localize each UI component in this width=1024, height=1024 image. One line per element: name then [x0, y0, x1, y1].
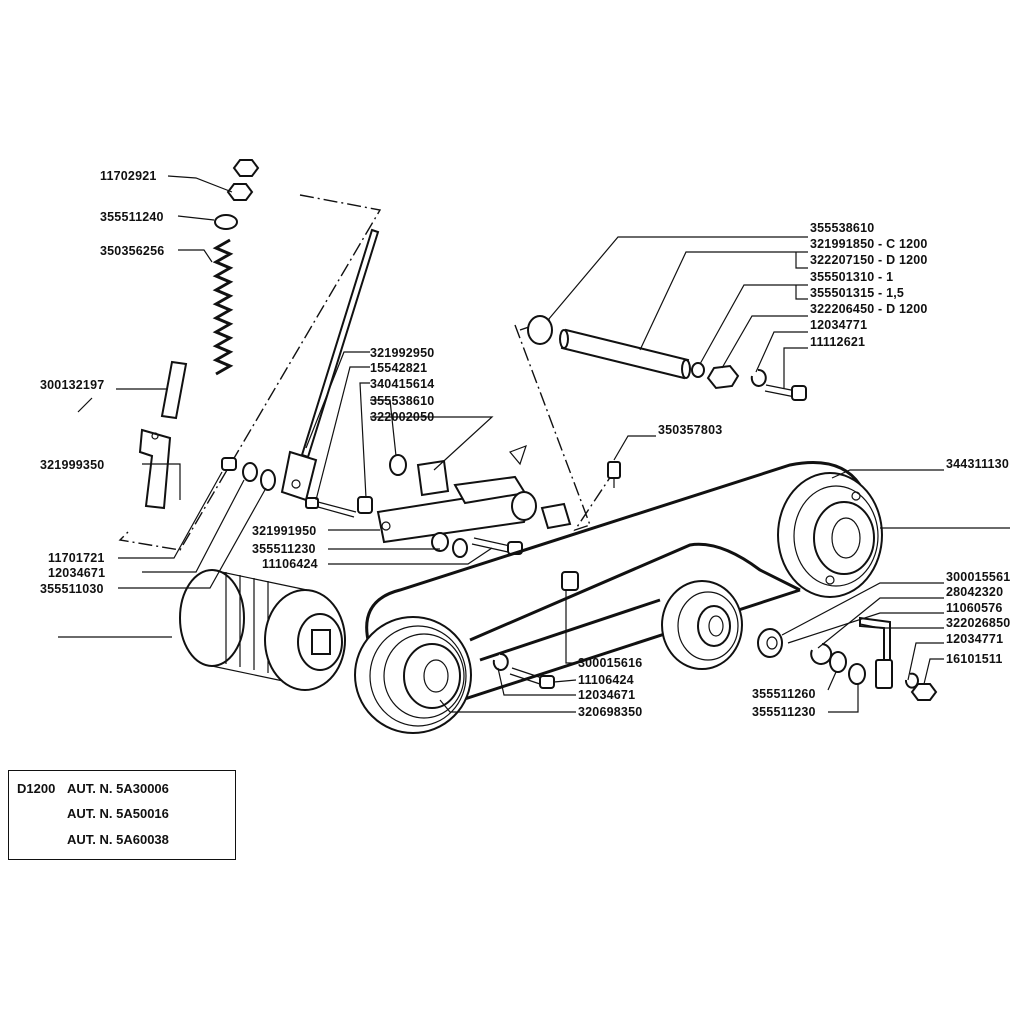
- label-321991950: 321991950: [252, 524, 316, 538]
- washer-355511260: [829, 651, 847, 673]
- bushing-300015616: [561, 571, 579, 591]
- label-15542821: 15542821: [370, 361, 427, 375]
- label-11112621: 11112621: [810, 335, 865, 349]
- front-pulley-320698350: [354, 616, 472, 734]
- label-322026850: 322026850: [946, 616, 1010, 630]
- label-12034771-a: 12034771: [810, 318, 867, 332]
- label-300015561: 300015561: [946, 570, 1010, 584]
- bolt-15542821: [305, 497, 357, 518]
- label-355511260: 355511260: [752, 687, 816, 701]
- nut-11702921: [226, 159, 260, 201]
- idler-pulley: [661, 580, 743, 670]
- leader-lines: [77, 175, 944, 713]
- label-11702921: 11702921: [100, 169, 157, 183]
- clip-12034771-a: [750, 368, 767, 387]
- circlip-28042320: [810, 643, 833, 665]
- label-355538610-b: 355538610: [810, 221, 874, 235]
- clip-12034671-b: [492, 652, 509, 671]
- screw-11112621: [764, 384, 807, 401]
- label-340415614: 340415614: [370, 377, 434, 391]
- screw-11106424-a: [471, 537, 523, 555]
- label-11701721: 11701721: [48, 551, 105, 565]
- left-pulley: [58, 569, 346, 691]
- label-12034771-b: 12034771: [946, 632, 1003, 646]
- arrow-mark: [508, 444, 527, 466]
- label-12034671-a: 12034671: [48, 566, 105, 580]
- tension-rod-321992950: [280, 228, 380, 502]
- model-info-box: D1200 AUT. N. 5A30006 AUT. N. 5A50016 AU…: [8, 770, 236, 860]
- label-320698350: 320698350: [578, 705, 642, 719]
- model-name: D1200: [17, 781, 56, 796]
- nut-322206450: [706, 364, 740, 390]
- label-355538610-a: 355538610: [370, 394, 434, 408]
- label-322207150: 322207150 - D 1200: [810, 253, 928, 267]
- bracket-321999350: [138, 428, 172, 510]
- label-321992950: 321992950: [370, 346, 434, 360]
- spring-350356256: [212, 238, 234, 376]
- washer-355511230-c: [848, 663, 866, 685]
- label-355501310: 355501310 - 1: [810, 270, 893, 284]
- washer-355538610-b: [527, 315, 553, 345]
- washer-355511230-a: [431, 532, 449, 552]
- label-12034671-b: 12034671: [578, 688, 635, 702]
- part-labels: 11702921 355511240 350356256 300132197 3…: [40, 169, 1010, 719]
- label-322206450: 322206450 - D 1200: [810, 302, 928, 316]
- washer-355511240: [214, 214, 238, 230]
- label-355511030: 355511030: [40, 582, 104, 596]
- label-28042320: 28042320: [946, 585, 1003, 599]
- label-11106424-a: 11106424: [262, 557, 318, 571]
- label-350357803: 350357803: [658, 423, 722, 437]
- guide-line-right: [514, 324, 616, 532]
- label-355501315: 355501315 - 1,5: [810, 286, 904, 300]
- label-355511230-a: 355511230: [252, 542, 316, 556]
- authorization-number: AUT. N. 5A30006: [67, 781, 169, 796]
- spacer-355501310: [691, 362, 705, 378]
- upper-right-pulley: [777, 472, 1010, 598]
- secondary-belt: [469, 542, 801, 662]
- bushing-322002050: [416, 459, 450, 497]
- label-11060576: 11060576: [946, 601, 1003, 615]
- label-300132197: 300132197: [40, 378, 104, 392]
- label-322002050: 322002050: [370, 410, 434, 424]
- authorization-number: AUT. N. 5A50016: [67, 806, 169, 821]
- bushing-340415614: [357, 496, 373, 514]
- label-355511240: 355511240: [100, 210, 164, 224]
- washer-355511230-b: [452, 538, 468, 558]
- grease-nipple-350357803: [607, 461, 621, 488]
- bearing-11060576: [757, 628, 783, 658]
- tension-arm: [376, 475, 537, 544]
- bushing-right: [540, 502, 572, 530]
- bracket-322026850: [859, 616, 893, 689]
- label-321991850: 321991850 - C 1200: [810, 237, 928, 251]
- label-300015616: 300015616: [578, 656, 642, 670]
- guide-line-left: [118, 194, 382, 551]
- label-16101511: 16101511: [946, 652, 1003, 666]
- spacer-355538610: [389, 454, 407, 476]
- nut-16101511: [910, 683, 938, 701]
- label-321999350: 321999350: [40, 458, 104, 472]
- authorization-number: AUT. N. 5A60038: [67, 832, 169, 847]
- pin-321991850: [559, 328, 691, 380]
- label-11106424-b: 11106424: [578, 673, 634, 687]
- label-350356256: 350356256: [100, 244, 164, 258]
- sleeve-300132197: [160, 360, 188, 420]
- label-355511230-b: 355511230: [752, 705, 816, 719]
- label-344311130: 344311130: [946, 457, 1009, 471]
- washers-left-group: [221, 457, 276, 491]
